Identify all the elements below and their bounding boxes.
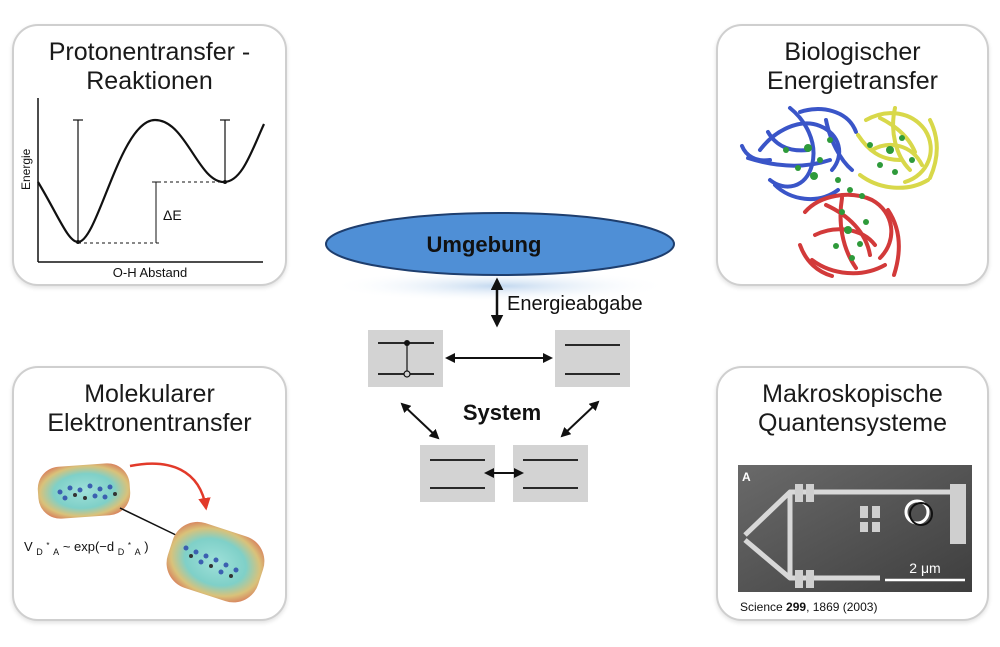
formula-d-sub2: A bbox=[135, 547, 141, 557]
science-citation: Science 299, 1869 (2003) bbox=[740, 600, 877, 614]
formula-d-sup: * bbox=[128, 541, 131, 550]
biological-energy-transfer-panel bbox=[716, 24, 989, 286]
proton-transfer-title: Protonentransfer - Reaktionen bbox=[12, 38, 287, 96]
donor-molecule bbox=[37, 463, 131, 519]
environment-ellipse bbox=[325, 212, 675, 276]
level-box-top-left bbox=[368, 330, 443, 387]
formula-d-sub: D bbox=[118, 547, 125, 557]
formula-v-sub: D bbox=[36, 547, 43, 557]
formula-mid: ~ exp(−d bbox=[63, 539, 114, 554]
acceptor-molecule bbox=[166, 521, 265, 603]
citation-prefix: Science bbox=[740, 600, 787, 614]
citation-volume: 299 bbox=[786, 600, 807, 614]
system-label: System bbox=[463, 400, 541, 425]
coupling-formula: V D * A ~ exp(−d D * A ) bbox=[24, 536, 149, 558]
quantum-title-line2: Quantensysteme bbox=[758, 409, 947, 437]
bio-title-line1: Biologischer bbox=[784, 38, 921, 66]
distance-axis-label: O-H Abstand bbox=[113, 265, 187, 280]
environment-group: Umgebung bbox=[325, 212, 675, 302]
scale-label: 2 μm bbox=[909, 560, 940, 576]
electron-title-line2: Elektronentransfer bbox=[47, 409, 252, 437]
sem-image: A 2 μm bbox=[738, 465, 972, 592]
bio-transfer-title: Biologischer Energietransfer bbox=[716, 38, 989, 96]
electron-transfer-title: Molekularer Elektronentransfer bbox=[12, 380, 287, 438]
level-box-top-right bbox=[555, 330, 630, 387]
arrow-right-diagonal bbox=[560, 400, 600, 438]
quantum-title-line1: Makroskopische bbox=[762, 380, 943, 408]
min-right-dot bbox=[223, 180, 227, 184]
formula-end: ) bbox=[144, 539, 148, 554]
potential-curve bbox=[37, 118, 265, 244]
citation-suffix: , 1869 (2003) bbox=[806, 600, 878, 614]
energy-release-label: Energieabgabe bbox=[507, 293, 643, 315]
proton-transfer-panel bbox=[12, 24, 287, 286]
persistent-current-loop bbox=[904, 499, 930, 525]
sem-panel-letter: A bbox=[742, 470, 751, 484]
level-box-bottom-left bbox=[420, 445, 495, 502]
level-box-bottom-right bbox=[513, 445, 588, 502]
electron-transfer-image: V D * A ~ exp(−d D * A ) bbox=[24, 462, 265, 603]
quantum-systems-title: Makroskopische Quantensysteme bbox=[716, 380, 989, 438]
electron-transfer-red-arrow bbox=[129, 462, 211, 511]
proton-energy-plot: ΔE Energie O-H Abstand bbox=[19, 98, 265, 280]
formula-v-sub2: A bbox=[53, 547, 59, 557]
formula-v-sup: * bbox=[46, 541, 49, 550]
min-left-dot bbox=[76, 240, 80, 244]
sem-background bbox=[738, 465, 972, 592]
protein-trimer-image bbox=[740, 106, 939, 278]
sem-pads bbox=[795, 484, 966, 588]
energy-axis-label: Energie bbox=[19, 148, 33, 190]
proton-title-line2: Reaktionen bbox=[86, 67, 213, 95]
loop-shadow bbox=[909, 502, 933, 526]
formula-v: V bbox=[24, 539, 33, 554]
system-levels: System bbox=[368, 330, 630, 502]
delta-e-label: ΔE bbox=[163, 207, 182, 223]
arrow-left-diagonal bbox=[400, 402, 440, 440]
sem-structure bbox=[743, 489, 950, 581]
bio-title-line2: Energietransfer bbox=[767, 67, 938, 95]
donor-acceptor-link bbox=[119, 507, 179, 537]
protein-red-subunit bbox=[798, 192, 901, 278]
protein-yellow-subunit bbox=[856, 106, 939, 190]
electron-title-line1: Molekularer bbox=[84, 380, 215, 408]
environment-label: Umgebung bbox=[427, 232, 542, 257]
protein-blue-subunit bbox=[740, 106, 858, 202]
proton-title-line1: Protonentransfer - bbox=[48, 38, 251, 66]
protein-green-cofactors bbox=[783, 135, 915, 261]
